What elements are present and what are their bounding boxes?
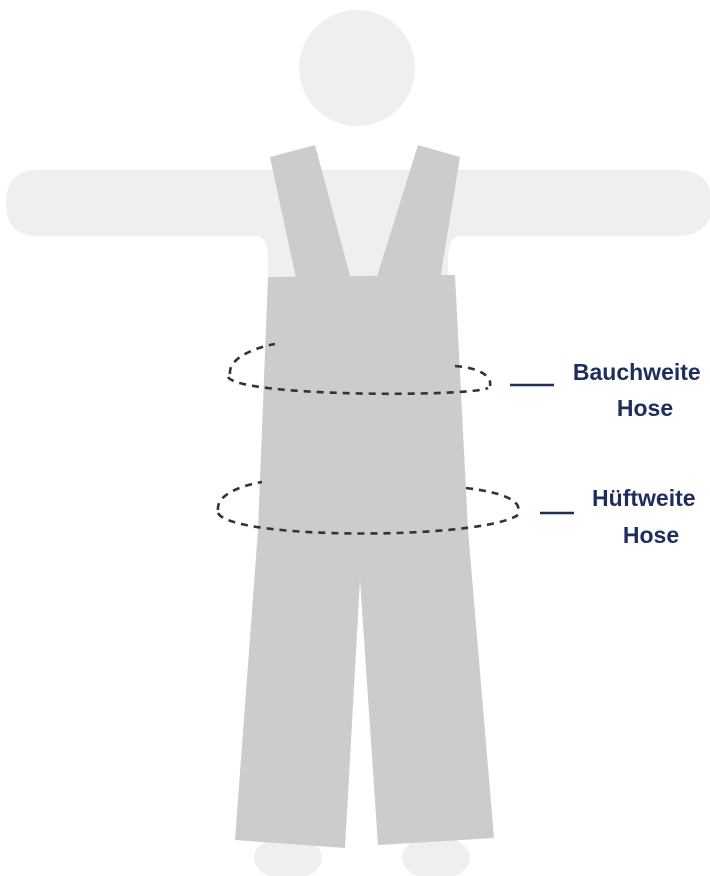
hip-ring-back xyxy=(218,482,262,510)
hip-ring-back-right xyxy=(466,488,518,512)
belly-label-line2: Hose xyxy=(617,395,673,421)
trousers xyxy=(235,275,494,848)
hip-label: Hüftweite Hose xyxy=(592,485,702,548)
hip-label-line1: Hüftweite xyxy=(592,485,696,511)
belly-label-line1: Bauchweite xyxy=(573,359,701,385)
head xyxy=(299,10,415,126)
belly-label: Bauchweite Hose xyxy=(573,359,707,421)
hip-label-line2: Hose xyxy=(623,522,679,548)
